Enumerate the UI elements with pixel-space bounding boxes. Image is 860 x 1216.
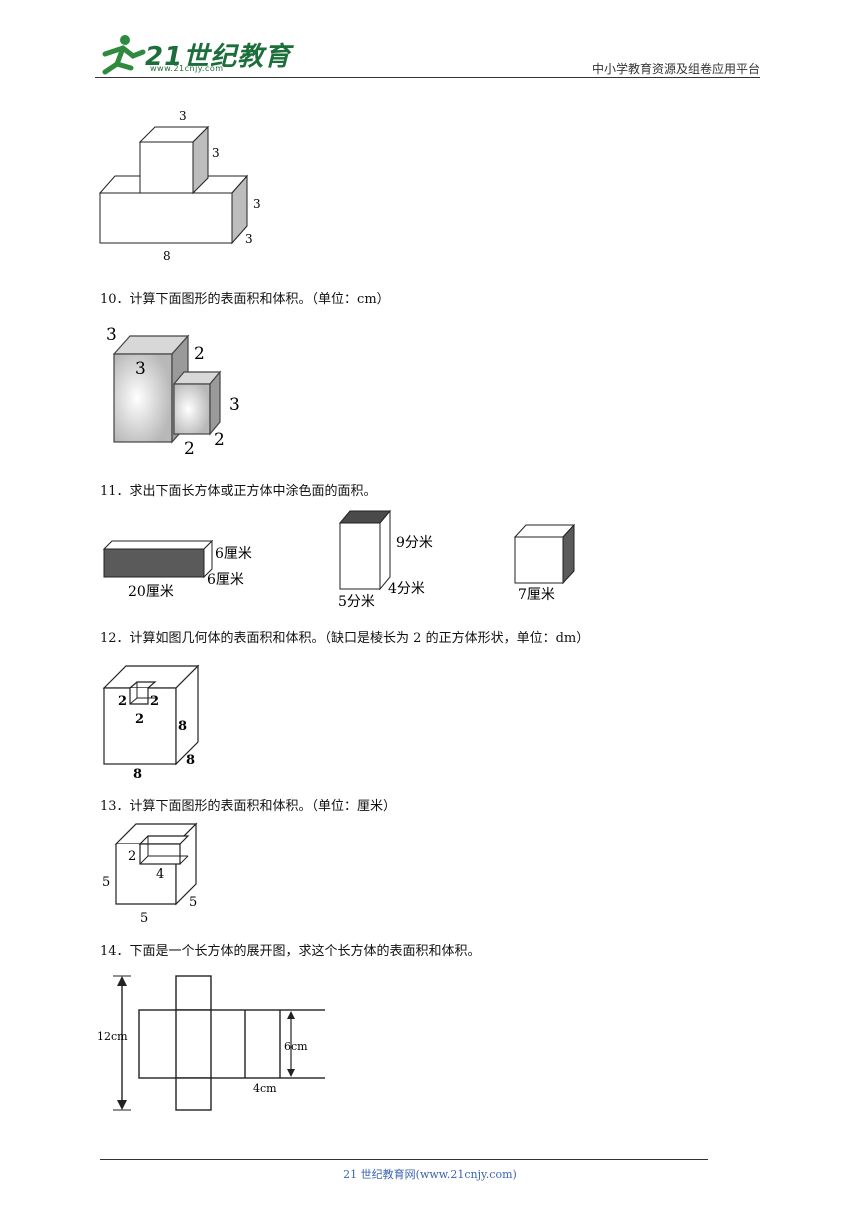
figure-shaded-faces: 6厘米 6厘米 20厘米 9分米 4分米 5分米 7厘米 — [102, 509, 576, 610]
label-b-depth: 4分米 — [388, 581, 425, 597]
question-13: 13．计算下面图形的表面积和体积。（单位：厘米） — [100, 799, 397, 814]
footer-text[interactable]: 21 世纪教育网(www.21cnjy.com) — [343, 1168, 517, 1181]
label-bottom-width: 8 — [163, 249, 171, 263]
label-top-height: 3 — [212, 146, 220, 160]
label-notch-height: 2 — [128, 849, 136, 864]
figure-cuboid-net: 12cm 6cm 4cm — [97, 975, 325, 1111]
label-b-height: 9分米 — [396, 535, 433, 551]
label-width: 5 — [140, 911, 148, 926]
label-big-depth: 2 — [194, 344, 205, 364]
figure-notched-cube-5: 2 4 5 5 5 — [102, 822, 198, 926]
label-width: 8 — [133, 767, 142, 782]
label-big-width: 3 — [106, 325, 117, 345]
label-a-width: 20厘米 — [128, 584, 174, 600]
question-12: 12．计算如图几何体的表面积和体积。（缺口是棱长为 2 的正方体形状，单位：dm… — [100, 631, 590, 646]
label-total-height: 12cm — [97, 1030, 128, 1043]
figure-stacked-cuboids: 3 3 3 3 8 — [98, 109, 261, 263]
label-notch-c: 2 — [135, 712, 144, 727]
question-11: 11．求出下面长方体或正方体中涂色面的面积。 — [100, 484, 377, 499]
label-height: 8 — [178, 719, 187, 734]
label-a-height: 6厘米 — [215, 546, 252, 562]
label-a-depth: 6厘米 — [207, 572, 244, 588]
label-notch-b: 2 — [150, 694, 159, 709]
question-10: 10．计算下面图形的表面积和体积。（单位：cm） — [100, 292, 390, 307]
label-height: 5 — [102, 875, 110, 890]
label-bottom-depth: 3 — [245, 232, 253, 246]
label-b-width: 5分米 — [338, 594, 375, 610]
label-small-height: 3 — [229, 395, 240, 415]
label-depth: 5 — [189, 895, 197, 910]
label-big-front: 3 — [135, 359, 146, 379]
label-small-width: 2 — [184, 439, 195, 459]
label-top-width: 3 — [179, 109, 187, 123]
label-bottom-height: 3 — [253, 197, 261, 211]
question-14: 14．下面是一个长方体的展开图，求这个长方体的表面积和体积。 — [100, 944, 481, 959]
label-small-depth: 2 — [214, 430, 225, 450]
figure-two-cuboids: 3 3 2 3 2 2 — [106, 325, 240, 459]
logo-url: www.21cnjy.com — [150, 64, 224, 73]
label-side-width: 4cm — [253, 1082, 277, 1095]
logo — [95, 32, 265, 76]
runner-logo-icon — [102, 35, 146, 75]
label-c-width: 7厘米 — [518, 587, 555, 603]
label-notch-a: 2 — [118, 694, 127, 709]
label-side-height: 6cm — [284, 1040, 308, 1053]
footer-divider — [100, 1159, 708, 1160]
label-notch-width: 4 — [156, 867, 164, 882]
header-divider — [95, 77, 760, 78]
label-depth: 8 — [186, 753, 195, 768]
logo-text: 21世纪教育 — [145, 42, 292, 72]
figure-notched-cube-8: 2 2 2 8 8 8 — [102, 664, 200, 782]
header-platform-text: 中小学教育资源及组卷应用平台 — [591, 62, 760, 76]
